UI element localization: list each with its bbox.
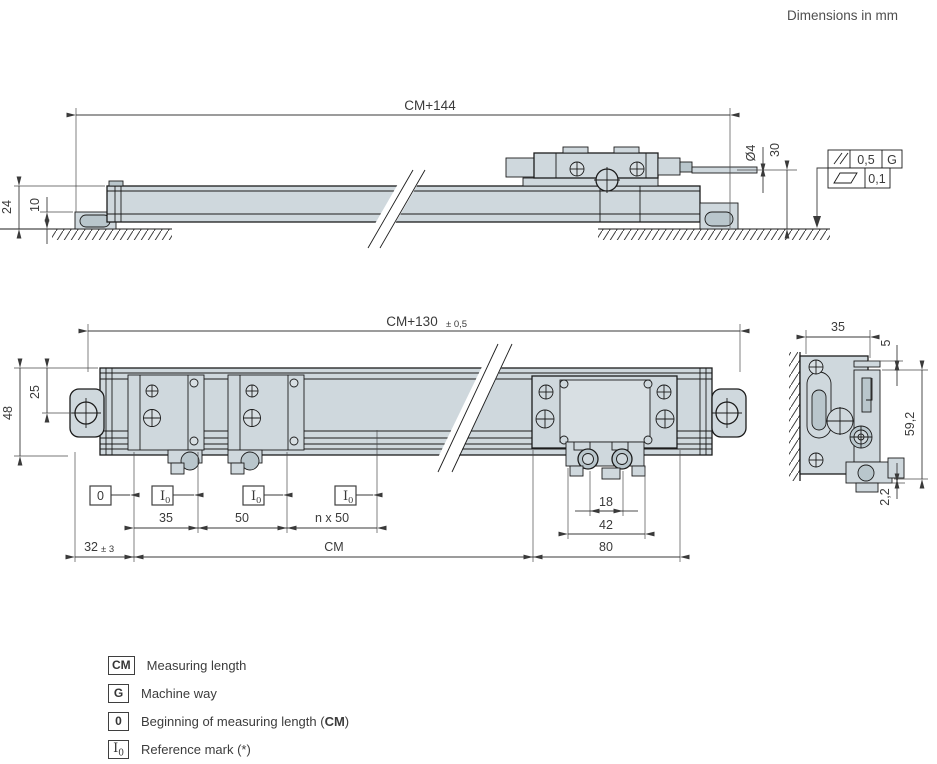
legend-row-ref: I0 Reference mark (*)	[108, 739, 349, 759]
dim-cable-diameter-label: Ø4	[744, 145, 758, 162]
front-view-drawing: CM+130 ± 0,5	[1, 314, 750, 562]
dim-ref-chain: 35 50 n x 50	[124, 511, 387, 531]
dim-32-tolerance: ± 3	[101, 544, 114, 555]
legend-label-zero-bold: CM	[324, 713, 345, 729]
foot-2	[227, 449, 263, 475]
cable-connector	[657, 157, 681, 176]
dim-48-label: 48	[1, 406, 15, 420]
break-gap	[432, 346, 512, 470]
side-view-drawing: CM+144 24 10 Ø4 30	[0, 98, 903, 249]
dim-cm144-label: CM+144	[404, 98, 456, 113]
legend-symbol-g: G	[108, 683, 129, 703]
ground-hatch-left	[52, 229, 172, 240]
scanning-unit-side	[505, 146, 758, 193]
legend-symbol-ref-main: I	[113, 740, 119, 756]
dim-32-label: 32	[84, 540, 98, 554]
dim-10-label: 10	[28, 198, 42, 212]
scanning-unit-front	[531, 375, 678, 480]
dim-2-2-label: 2,2	[878, 488, 892, 505]
dim-50-label: 50	[235, 511, 249, 525]
dim-cm-label: CM	[324, 540, 343, 554]
leader-arrow	[813, 216, 821, 228]
dim-59-2-label: 59,2	[903, 412, 917, 436]
dim-cm130-label: CM+130	[386, 314, 437, 329]
parallelism-icon	[833, 152, 843, 165]
dim-42-label: 42	[599, 518, 613, 532]
ref-marker-label: I	[343, 489, 348, 504]
dim-30-label: 30	[768, 143, 782, 157]
ref-marker-sub: 0	[348, 496, 353, 506]
dim-5: 5	[868, 339, 903, 386]
legend: CM Measuring length G Machine way 0 Begi…	[108, 655, 349, 759]
units-note: Dimensions in mm	[787, 8, 899, 23]
scanning-head-section	[845, 360, 905, 493]
legend-label-cm: Measuring length	[146, 657, 247, 673]
wall-hatch	[789, 352, 800, 481]
ground-hatch-right	[598, 229, 830, 240]
dim-24-label: 24	[0, 200, 14, 214]
ref-marker-label: I	[251, 489, 256, 504]
dim-25: 25	[28, 358, 72, 423]
ref-marker-3: I 0	[334, 485, 383, 506]
dim-24: 24	[0, 176, 105, 239]
dim-18-label: 18	[599, 495, 613, 509]
dim-cm144: CM+144	[66, 98, 740, 228]
legend-row-zero: 0 Beginning of measuring length (CM)	[108, 711, 349, 731]
dim-59-2: 59,2	[894, 360, 928, 489]
dim-cable-diameter: Ø4	[744, 145, 766, 193]
dim-end-35-label: 35	[831, 320, 845, 334]
right-lug	[711, 388, 747, 438]
foot-1	[167, 449, 203, 475]
legend-label-zero-prefix: Beginning of measuring length (	[141, 713, 325, 729]
legend-symbol-ref-sub: 0	[118, 748, 124, 759]
legend-label-zero-suffix: )	[344, 713, 350, 729]
ref-marker-1: I 0	[151, 485, 204, 506]
clamp-block-1	[127, 374, 205, 451]
dim-2-2: 2,2	[878, 463, 905, 506]
dim-18: 18	[575, 495, 638, 514]
legend-symbol-zero: 0	[108, 711, 129, 731]
flatness-value: 0,1	[868, 172, 885, 186]
legend-label-ref: Reference mark (*)	[141, 741, 251, 757]
parallelism-value: 0,5	[857, 153, 874, 167]
ref-marker-sub: 0	[256, 496, 261, 506]
dim-30: 30	[737, 143, 797, 239]
dim-nx50-label: n x 50	[315, 511, 349, 525]
dim-48: 48	[1, 358, 98, 466]
end-view-drawing: 35 5 59,2 2,2	[789, 320, 928, 506]
dim-5-label: 5	[879, 339, 893, 346]
clamp-block-2	[227, 374, 305, 451]
ref-marker-sub: 0	[165, 496, 170, 506]
zero-marker: 0	[89, 485, 140, 506]
legend-row-cm: CM Measuring length	[108, 655, 349, 675]
dim-cm130: CM+130 ± 0,5	[78, 314, 750, 372]
dim-35-label: 35	[159, 511, 173, 525]
tolerance-frame: 0,5 G 0,1	[813, 149, 903, 228]
dim-42: 42	[558, 518, 655, 537]
dim-80-label: 80	[599, 540, 613, 554]
dim-bottom-chain: 32 ± 3 CM 80	[65, 540, 690, 560]
legend-label-g: Machine way	[141, 685, 217, 701]
legend-symbol-cm: CM	[108, 655, 135, 675]
legend-label-zero: Beginning of measuring length (CM)	[141, 714, 349, 729]
ref-marker-label: I	[160, 489, 165, 504]
legend-symbol-ref: I0	[108, 739, 129, 759]
zero-marker-label: 0	[97, 489, 104, 503]
dim-25-label: 25	[28, 385, 42, 399]
break-gap	[361, 170, 426, 248]
left-lug	[69, 388, 105, 438]
dim-cm130-tolerance: ± 0,5	[446, 319, 467, 330]
parallelism-datum: G	[887, 153, 897, 167]
dim-10: 10	[28, 197, 73, 244]
ref-marker-2: I 0	[242, 485, 293, 506]
flatness-icon	[833, 172, 858, 184]
dim-end-35: 35	[796, 320, 880, 358]
legend-row-g: G Machine way	[108, 683, 349, 703]
